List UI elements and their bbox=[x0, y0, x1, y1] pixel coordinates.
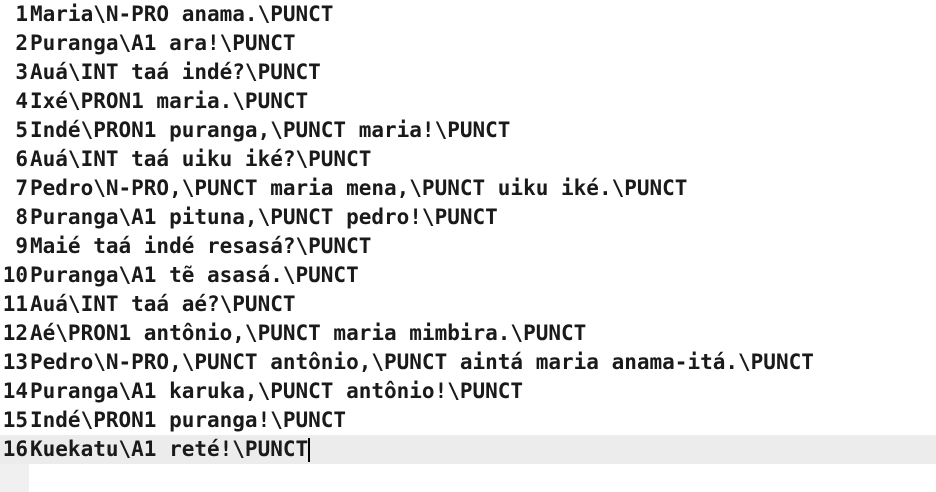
line-text-content: Kuekatu\A1 reté!\PUNCT bbox=[30, 437, 309, 461]
line-text[interactable]: Auá\INT taá indé?\PUNCT bbox=[30, 60, 321, 84]
line-number: 12 bbox=[2, 321, 28, 345]
line-number: 7 bbox=[15, 176, 28, 200]
line-number: 10 bbox=[2, 263, 28, 287]
line-text[interactable]: Auá\INT taá aé?\PUNCT bbox=[30, 292, 296, 316]
line-text[interactable]: Puranga\A1 pituna,\PUNCT pedro!\PUNCT bbox=[30, 205, 498, 229]
line-number: 3 bbox=[15, 60, 28, 84]
line-number: 16 bbox=[2, 437, 28, 461]
line-number: 15 bbox=[2, 408, 28, 432]
line-text[interactable]: Pedro\N-PRO,\PUNCT antônio,\PUNCT aintá … bbox=[30, 350, 814, 374]
line-text[interactable]: Maria\N-PRO anama.\PUNCT bbox=[30, 2, 334, 26]
line-text[interactable]: Puranga\A1 karuka,\PUNCT antônio!\PUNCT bbox=[30, 379, 524, 403]
text-cursor bbox=[308, 438, 311, 462]
line-number: 8 bbox=[15, 205, 28, 229]
line-number: 11 bbox=[2, 292, 28, 316]
line-number: 13 bbox=[2, 350, 28, 374]
line-number: 14 bbox=[2, 379, 28, 403]
line-text[interactable]: Puranga\A1 tẽ asasá.\PUNCT bbox=[30, 263, 359, 287]
line-number: 2 bbox=[15, 31, 28, 55]
line-text[interactable]: Kuekatu\A1 reté!\PUNCT bbox=[30, 435, 936, 464]
line-text[interactable]: Indé\PRON1 puranga,\PUNCT maria!\PUNCT bbox=[30, 118, 511, 142]
line-text[interactable]: Pedro\N-PRO,\PUNCT maria mena,\PUNCT uik… bbox=[30, 176, 688, 200]
line-text[interactable]: Puranga\A1 ara!\PUNCT bbox=[30, 31, 296, 55]
line-text[interactable]: Maié taá indé resasá?\PUNCT bbox=[30, 234, 372, 258]
line-number: 5 bbox=[15, 118, 28, 142]
line-text[interactable]: Ixé\PRON1 maria.\PUNCT bbox=[30, 89, 309, 113]
line-number: 9 bbox=[15, 234, 28, 258]
line-text[interactable]: Auá\INT taá uiku iké?\PUNCT bbox=[30, 147, 372, 171]
line-number-gutter bbox=[0, 464, 29, 492]
line-number: 4 bbox=[15, 89, 28, 113]
line-text[interactable]: Aé\PRON1 antônio,\PUNCT maria mimbira.\P… bbox=[30, 321, 587, 345]
line-number: 1 bbox=[15, 2, 28, 26]
line-text[interactable]: Indé\PRON1 puranga!\PUNCT bbox=[30, 408, 347, 432]
line-number: 6 bbox=[15, 147, 28, 171]
